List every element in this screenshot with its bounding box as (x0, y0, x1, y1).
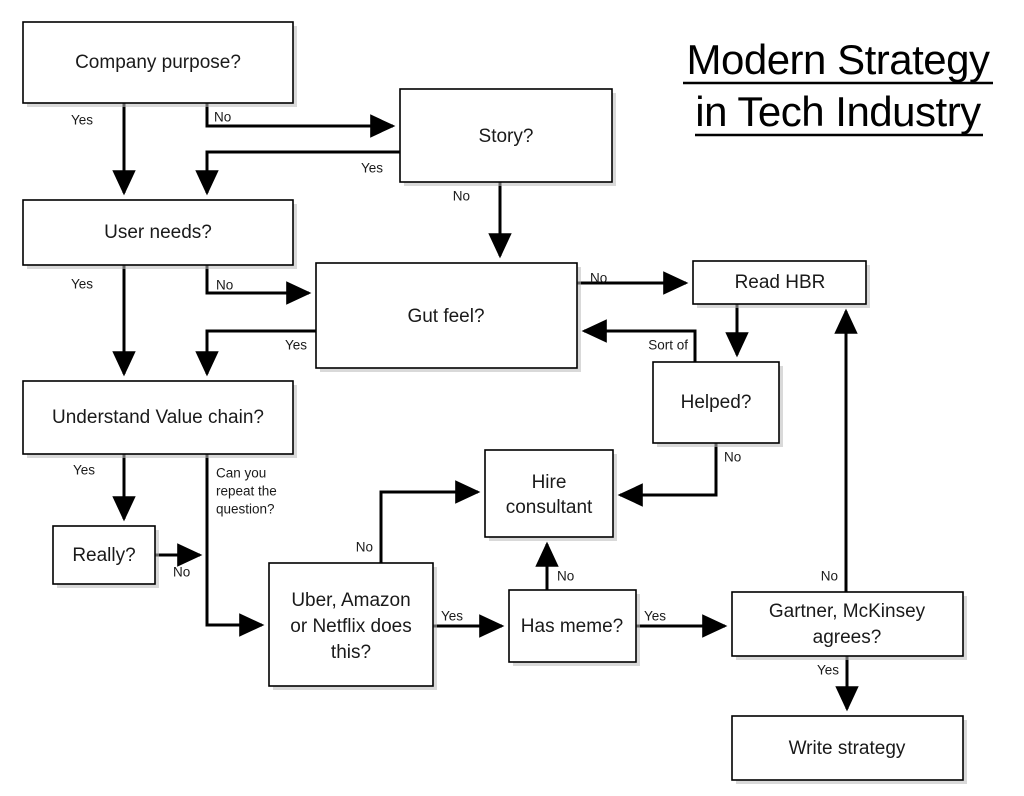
edge-label-uvc-repeat-3: question? (216, 502, 275, 517)
edge-uvc-repeat (205, 454, 265, 637)
edge-user-needs-no (205, 265, 312, 305)
node-has-meme-box[interactable] (508, 589, 637, 663)
node-has-meme-label: Has meme? (521, 616, 623, 637)
node-gartner-mckinsey[interactable]: Gartner, McKinsey agrees? (731, 591, 967, 660)
edge-label-un-yes: Yes (71, 277, 93, 292)
edge-label-uvc-repeat-1: Can you (216, 466, 266, 481)
node-really[interactable]: Really? (52, 525, 159, 588)
node-uber-label-3: this? (331, 642, 371, 663)
node-gut-feel-box[interactable] (315, 262, 578, 369)
node-user-needs[interactable]: User needs? (22, 199, 297, 269)
node-really-box[interactable] (52, 525, 156, 585)
edge-layer: Yes No Yes No Yes No Yes No (71, 103, 859, 712)
node-user-needs-label: User needs? (104, 222, 212, 243)
edge-uber-no (379, 480, 481, 563)
node-helped-label: Helped? (681, 392, 752, 413)
edge-helped-sort-of (581, 319, 697, 362)
node-really-label: Really? (72, 545, 135, 566)
node-user-needs-box[interactable] (22, 199, 294, 266)
node-write-strategy[interactable]: Write strategy (731, 715, 967, 784)
node-hire-consultant-label-2: consultant (506, 497, 593, 518)
edge-label-un-no: No (216, 278, 233, 293)
edge-label-really-no: No (173, 565, 190, 580)
edge-gut-feel-yes (195, 329, 316, 377)
edge-label-gf-yes: Yes (285, 338, 307, 353)
node-read-hbr-box[interactable] (692, 260, 867, 305)
edge-helped-no (617, 443, 718, 507)
node-story-box[interactable] (399, 88, 613, 183)
edge-label-gartner-no: No (821, 569, 838, 584)
node-uber-label-2: or Netflix does (290, 616, 411, 637)
node-understand-value-chain-label: Understand Value chain? (52, 407, 264, 428)
title-line-2: in Tech Industry (695, 88, 981, 135)
node-company-purpose[interactable]: Company purpose? (22, 21, 297, 107)
node-company-purpose-label: Company purpose? (75, 52, 241, 73)
node-read-hbr-label: Read HBR (735, 272, 826, 293)
node-hire-consultant-box[interactable] (484, 449, 614, 538)
edge-story-yes (195, 150, 400, 196)
node-gut-feel-label: Gut feel? (407, 306, 484, 327)
edge-label-helped-no: No (724, 450, 741, 465)
node-gartner-label-1: Gartner, McKinsey (769, 601, 926, 622)
node-layer: Company purpose? Story? User needs? Gut … (22, 21, 967, 784)
edge-label-meme-yes: Yes (644, 609, 666, 624)
edge-label-story-yes: Yes (361, 161, 383, 176)
node-story[interactable]: Story? (399, 88, 616, 186)
node-write-strategy-label: Write strategy (789, 738, 906, 759)
edge-label-cp-yes: Yes (71, 113, 93, 128)
node-helped-box[interactable] (652, 361, 780, 444)
node-uber-amazon-netflix-box[interactable] (268, 562, 434, 687)
node-story-label: Story? (479, 126, 534, 147)
node-hire-consultant[interactable]: Hire consultant (484, 449, 617, 541)
edge-company-purpose-no (205, 103, 396, 138)
node-write-strategy-box[interactable] (731, 715, 964, 781)
edge-label-uber-no: No (356, 540, 373, 555)
node-gut-feel[interactable]: Gut feel? (315, 262, 581, 372)
edge-label-story-no: No (453, 189, 470, 204)
node-hire-consultant-label-1: Hire (532, 472, 567, 493)
node-uber-label-1: Uber, Amazon (291, 590, 410, 611)
edge-label-uvc-repeat-2: repeat the (216, 484, 277, 499)
node-helped[interactable]: Helped? (652, 361, 783, 447)
edge-label-gf-no: No (590, 271, 607, 286)
edge-label-gartner-yes: Yes (817, 663, 839, 678)
edge-label-uber-yes: Yes (441, 609, 463, 624)
node-has-meme[interactable]: Has meme? (508, 589, 640, 666)
node-understand-value-chain[interactable]: Understand Value chain? (22, 380, 297, 458)
node-gartner-label-2: agrees? (813, 627, 882, 648)
node-gartner-mckinsey-box[interactable] (731, 591, 964, 657)
node-read-hbr[interactable]: Read HBR (692, 260, 870, 308)
node-uber-amazon-netflix[interactable]: Uber, Amazon or Netflix does this? (268, 562, 437, 690)
edge-label-meme-no: No (557, 569, 574, 584)
edge-label-cp-no: No (214, 110, 231, 125)
page-title: Modern Strategy in Tech Industry (683, 36, 993, 137)
title-line-1: Modern Strategy (687, 36, 990, 83)
edge-label-uvc-yes: Yes (73, 463, 95, 478)
edge-label-helped-sortof: Sort of (648, 338, 688, 353)
node-understand-value-chain-box[interactable] (22, 380, 294, 455)
node-company-purpose-box[interactable] (22, 21, 294, 104)
